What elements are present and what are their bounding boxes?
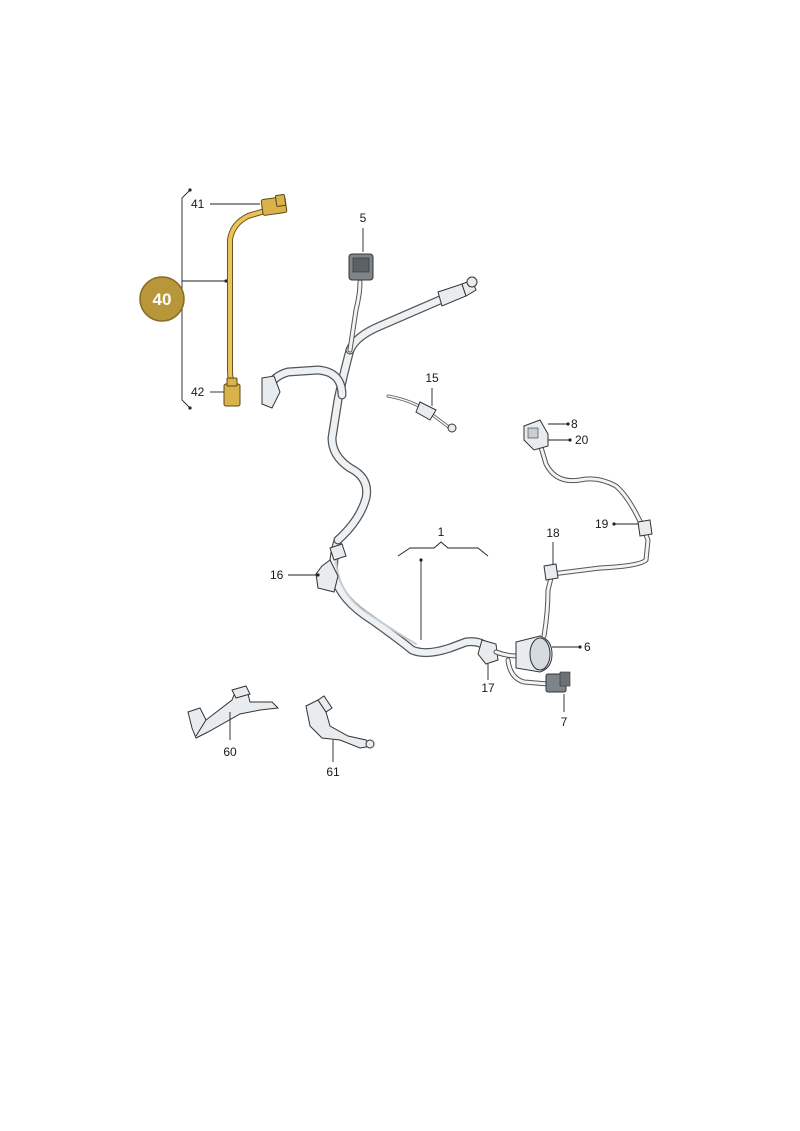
callout-6: 6 <box>584 640 591 654</box>
clip-15[interactable] <box>386 394 457 433</box>
wire-clip-19[interactable] <box>637 519 653 537</box>
callout-16: 16 <box>270 568 284 582</box>
sensor-wire-40[interactable] <box>227 207 271 387</box>
callout-1: 1 <box>438 525 445 539</box>
main-hose-assembly <box>261 253 653 693</box>
callout-15: 15 <box>425 371 439 385</box>
callout-20: 20 <box>575 433 589 447</box>
hose-bracket-16[interactable] <box>315 559 339 593</box>
hose-left-clamp <box>261 375 281 409</box>
connector-5[interactable] <box>348 253 374 281</box>
assembly-40-badge[interactable] <box>139 276 185 322</box>
callout-60: 60 <box>223 745 237 759</box>
sensor-8[interactable] <box>523 419 549 451</box>
connector-42[interactable] <box>223 377 241 407</box>
callout-18: 18 <box>546 526 560 540</box>
fitting-upper-right <box>437 283 467 307</box>
callouts: 1 5 15 8 20 19 18 16 6 17 <box>223 211 638 779</box>
callout-42: 42 <box>191 385 205 399</box>
bracket-60[interactable] <box>187 685 280 739</box>
junction-17[interactable] <box>477 639 499 665</box>
component-6[interactable] <box>515 635 553 673</box>
fitting-upper-right-bolt <box>466 276 478 288</box>
callout-19: 19 <box>595 517 609 531</box>
assembly-40-group: 40 41 42 <box>139 188 288 410</box>
wire-clip-18[interactable] <box>543 563 559 581</box>
connector-41[interactable] <box>260 193 288 216</box>
callout-5: 5 <box>360 211 367 225</box>
callout-61: 61 <box>326 765 340 779</box>
assembly-40-badge-label: 40 <box>153 290 172 309</box>
callout-41: 41 <box>191 197 205 211</box>
hose-1[interactable] <box>329 535 493 658</box>
bracket-61[interactable] <box>305 695 375 749</box>
callout-17: 17 <box>481 681 495 695</box>
connector-7[interactable] <box>545 671 571 693</box>
callout-7: 7 <box>561 715 568 729</box>
callout-8: 8 <box>571 417 578 431</box>
